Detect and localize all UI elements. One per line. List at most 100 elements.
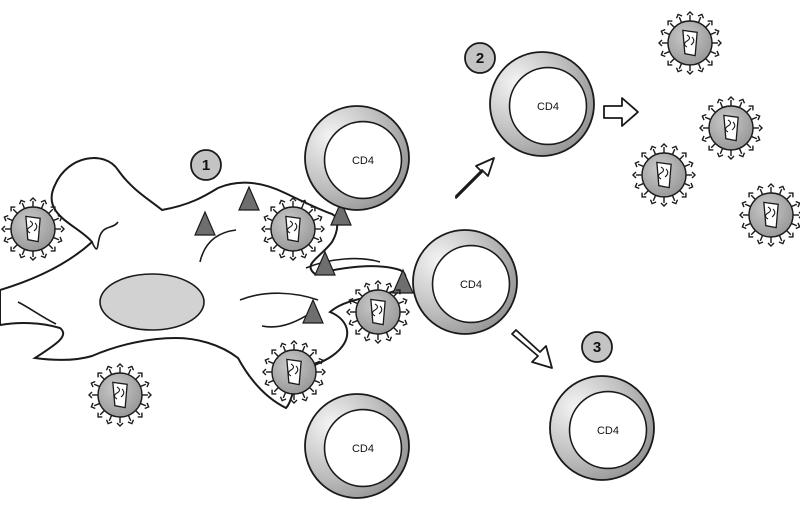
virion-spike-head xyxy=(681,192,687,198)
virion-spike xyxy=(679,190,685,196)
virion-spike-head xyxy=(116,363,124,368)
virion-spike-head xyxy=(675,67,683,73)
virion-spike-head xyxy=(301,396,309,402)
virion-spike-head xyxy=(300,199,308,205)
virion-spike-head xyxy=(3,236,9,244)
virion-spike xyxy=(719,148,724,155)
virion-spike xyxy=(778,188,783,195)
virion-capsid xyxy=(370,298,386,326)
virion-spike-head xyxy=(300,253,308,259)
virion-spike xyxy=(679,154,685,160)
virion-spike-head xyxy=(697,13,705,19)
virion-spike-head xyxy=(105,365,113,371)
virion-spike-head xyxy=(90,402,96,410)
virion-spike-head xyxy=(788,232,794,238)
virion-spike xyxy=(53,236,60,241)
virion-spike-head xyxy=(641,192,647,198)
arrow-to-virion-release xyxy=(603,97,639,127)
cd4-cell-center: CD4 xyxy=(412,229,518,335)
virion-left-free xyxy=(1,197,65,261)
cd4-label: CD4 xyxy=(352,443,374,455)
virion-spike-head xyxy=(290,340,298,345)
virion-spike-head xyxy=(667,20,673,26)
virion-spike-head xyxy=(346,308,351,316)
virion-spike xyxy=(778,235,783,242)
virion-spike-head xyxy=(10,206,16,212)
virion-spike-head xyxy=(29,197,37,202)
virion-spike-head xyxy=(739,211,744,219)
virion-spike xyxy=(652,195,657,202)
cd4-cell-nucleus xyxy=(323,120,403,200)
virion-spike-head xyxy=(289,256,297,261)
virion-spike xyxy=(93,402,100,407)
virion-spike xyxy=(99,410,105,416)
virion-spike-head xyxy=(355,329,361,335)
receptor-5 xyxy=(392,268,414,294)
virion-spike-head xyxy=(116,422,124,427)
virion-capsid xyxy=(723,114,739,142)
virion-spike-head xyxy=(748,192,754,198)
dendritic-cell-nucleus xyxy=(99,273,205,331)
virion-spike xyxy=(135,410,141,416)
virion-spike xyxy=(309,351,315,357)
virion-spike-head xyxy=(105,419,113,425)
virion-spike xyxy=(313,217,320,222)
virion-spike-head xyxy=(57,214,63,222)
step-1-label: 1 xyxy=(202,157,210,174)
virion-spike xyxy=(710,107,716,113)
virion-spike xyxy=(738,101,743,108)
cd4-cell-step-2: CD4 xyxy=(489,51,595,157)
virion-spike xyxy=(398,300,405,305)
virion-capsid xyxy=(285,215,301,243)
virion-spike xyxy=(301,392,306,399)
receptor-6 xyxy=(302,298,324,324)
virion-spike-head xyxy=(310,206,316,212)
virion-spike xyxy=(282,345,287,352)
virion-spike xyxy=(12,244,18,250)
virion-spike xyxy=(135,374,141,380)
virion-spike xyxy=(704,116,711,121)
virion-spike-head xyxy=(649,145,657,151)
virion-spike xyxy=(744,222,751,227)
cd4-cell-nucleus xyxy=(431,244,511,324)
virion-spike xyxy=(385,285,390,292)
virion-spike-head xyxy=(788,192,794,198)
virion-spike xyxy=(108,368,113,375)
virion-spike-head xyxy=(717,39,722,47)
virion-spike xyxy=(108,415,113,422)
arrow-group xyxy=(455,97,639,369)
virion-spike-head xyxy=(660,202,668,207)
virion-spike-head xyxy=(727,96,735,101)
virion-spike xyxy=(351,319,358,324)
virion-spike-head xyxy=(311,389,317,395)
virion-spike-head xyxy=(634,182,640,190)
virion-spike-head xyxy=(755,113,761,121)
virion-spike xyxy=(48,208,54,214)
virion-spike-head xyxy=(278,199,286,205)
virion-spike-head xyxy=(660,143,668,148)
virion-bound-upper xyxy=(261,197,325,261)
virion-rna xyxy=(683,34,695,48)
cd4-cell-nucleus xyxy=(508,66,588,146)
virion-spike-head xyxy=(385,282,393,288)
virion-spike-head xyxy=(355,289,361,295)
virion-rna xyxy=(371,303,383,317)
virion-spike-head xyxy=(263,214,269,222)
virion-spike xyxy=(266,217,273,222)
step-3-marker: 3 xyxy=(581,331,613,363)
virion-bound-lower xyxy=(262,340,326,404)
virion-spike-head xyxy=(395,289,401,295)
virion-spike xyxy=(53,217,60,222)
virion-spike-head xyxy=(686,11,694,16)
virion-spike-head xyxy=(741,222,747,230)
virion-spike-head xyxy=(767,183,775,188)
virion-spike xyxy=(393,291,399,297)
virion-spike-head xyxy=(641,152,647,158)
virion-spike xyxy=(6,217,13,222)
virion-spike xyxy=(393,327,399,333)
virion-spike xyxy=(744,203,751,208)
receptor-4 xyxy=(314,250,336,276)
virion-spike-head xyxy=(97,372,103,378)
